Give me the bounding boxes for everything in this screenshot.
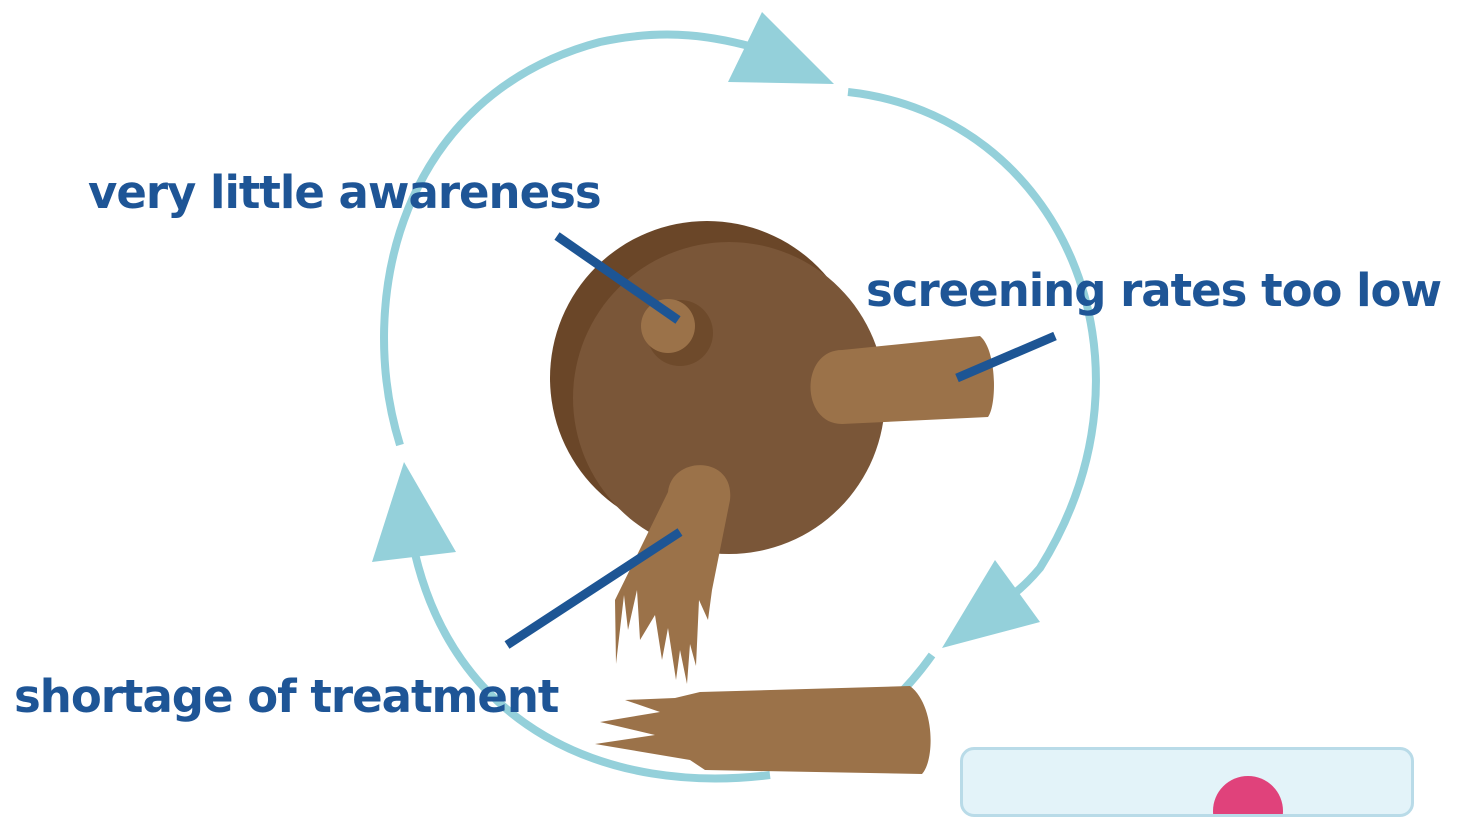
- cycle-arrow-left-head: [372, 462, 456, 562]
- pink-circle-icon: [1213, 776, 1283, 817]
- cycle-arrow-right-head: [942, 560, 1040, 648]
- info-card[interactable]: [960, 747, 1414, 817]
- label-screening-rates-too-low: screening rates too low: [866, 268, 1441, 313]
- wheel-hub: [641, 299, 695, 353]
- broken-wheel-cycle-diagram: [0, 0, 1474, 787]
- label-shortage-of-treatment: shortage of treatment: [14, 674, 558, 719]
- label-very-little-awareness: very little awareness: [88, 170, 601, 215]
- broken-spoke-piece: [595, 686, 931, 774]
